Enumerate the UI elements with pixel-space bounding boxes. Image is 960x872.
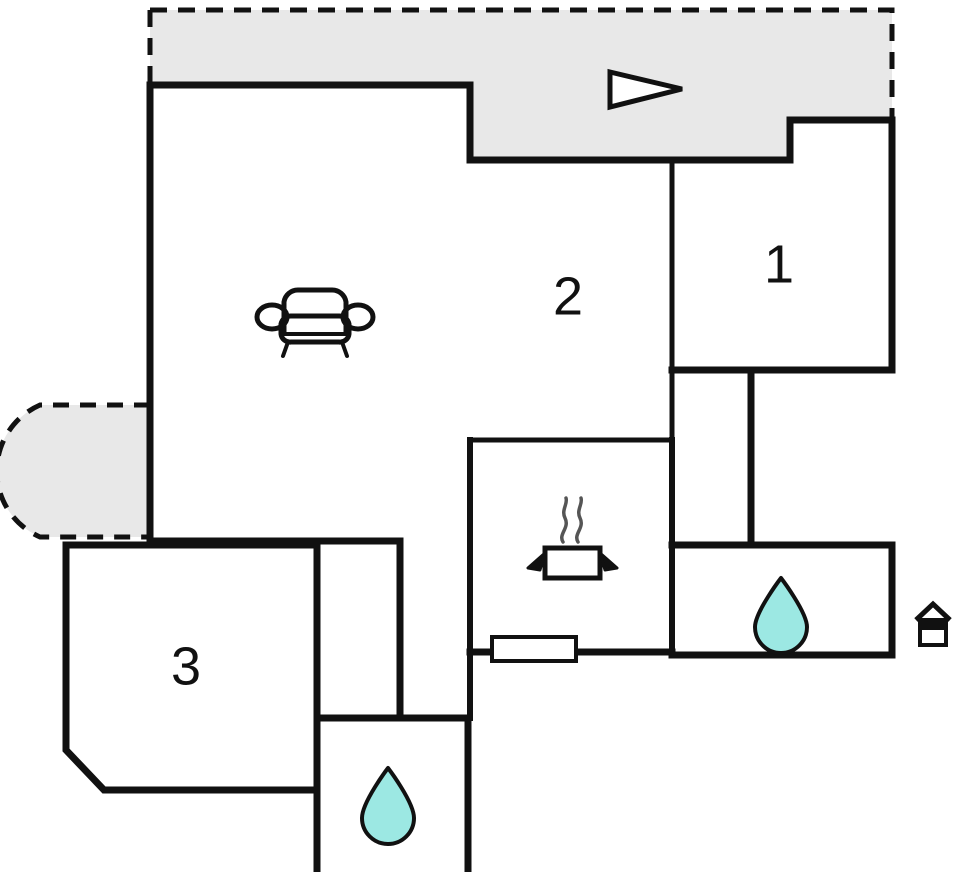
- terrace-left-rounded: [0, 402, 150, 540]
- water-drop-icon: [753, 576, 809, 655]
- wall-room3-outline: [62, 541, 321, 794]
- room-interiors: [66, 85, 892, 872]
- stove-pot-icon: [526, 496, 619, 581]
- room-label-2: 2: [553, 266, 583, 326]
- wall-livingroom-outline: [146, 81, 474, 164]
- triangle-arrow-icon: [607, 68, 683, 111]
- water-drop-icon: [360, 766, 416, 846]
- sofa-icon: [254, 287, 376, 358]
- terrace-top: [147, 7, 895, 160]
- wall-bathroom-right-box: [668, 541, 896, 659]
- house-icon: [914, 600, 952, 647]
- room-label-1: 1: [764, 234, 794, 294]
- window-opening: [490, 635, 578, 663]
- room-label-3: 3: [171, 636, 201, 696]
- wall-top-main: [466, 116, 896, 164]
